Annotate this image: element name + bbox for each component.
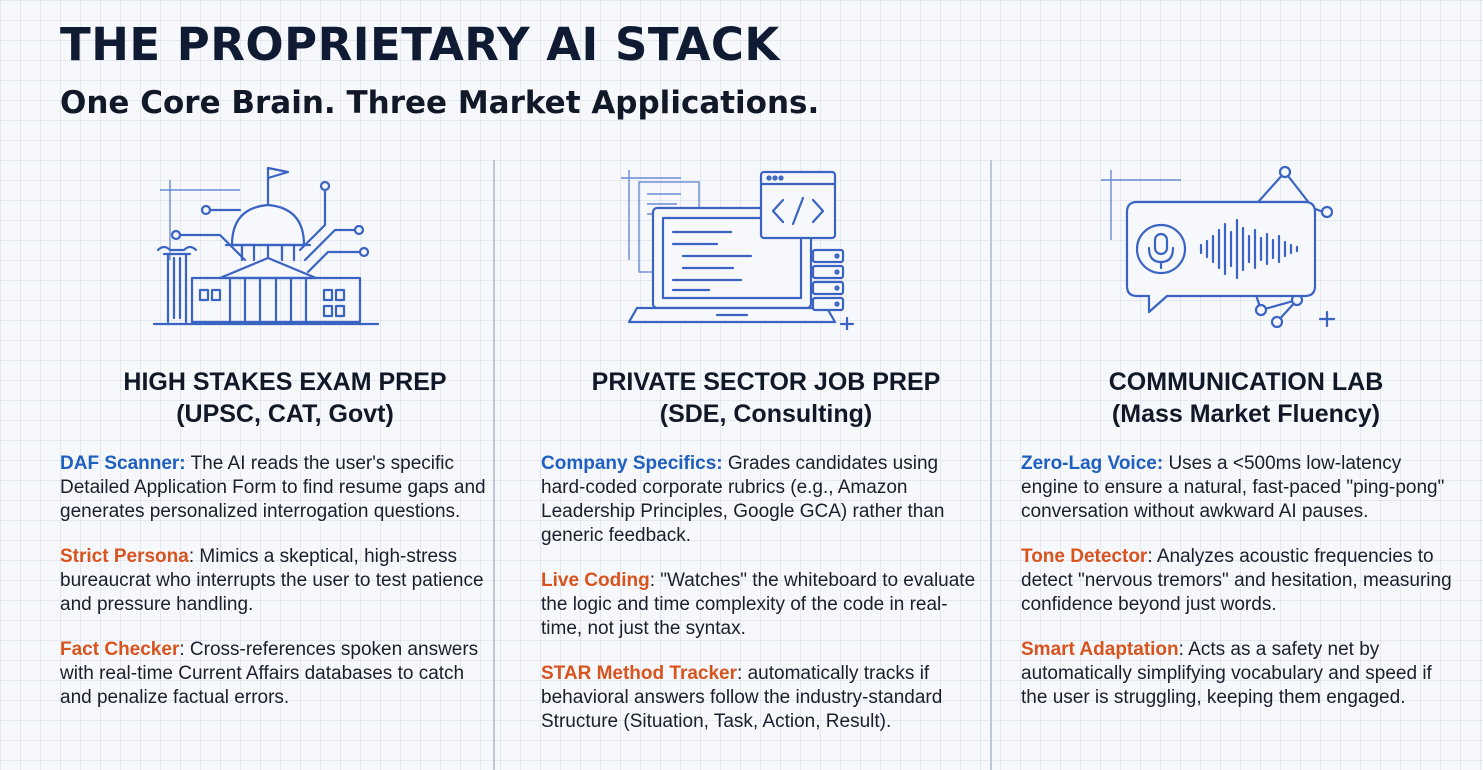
- feature-list: Company Specifics: Grades candidates usi…: [541, 452, 981, 755]
- column-title-line2: (UPSC, CAT, Govt): [176, 400, 394, 428]
- feature-name: Zero-Lag Voice:: [1021, 453, 1164, 474]
- feature-company-specifics: Company Specifics: Grades candidates usi…: [541, 452, 981, 548]
- feature-live-coding: Live Coding: "Watches" the whiteboard to…: [541, 569, 981, 641]
- feature-name: Strict Persona: [60, 546, 189, 567]
- feature-name: Tone Detector: [1021, 546, 1148, 567]
- column-title: PRIVATE SECTOR JOB PREP (SDE, Consulting…: [541, 366, 991, 430]
- feature-name: STAR Method Tracker: [541, 663, 738, 684]
- column-title-line2: (SDE, Consulting): [659, 400, 873, 428]
- feature-strict-persona: Strict Persona: Mimics a skeptical, high…: [60, 545, 500, 617]
- column-divider: [990, 160, 992, 770]
- feature-text: : Acts as a safety net by automatically …: [1021, 639, 1432, 708]
- page-subtitle: One Core Brain. Three Market Application…: [60, 85, 820, 121]
- feature-star-method-tracker: STAR Method Tracker: automatically track…: [541, 662, 981, 734]
- voice-waveform-chat-icon: [1101, 150, 1341, 335]
- column-title: COMMUNICATION LAB (Mass Market Fluency): [1021, 366, 1471, 430]
- feature-text: Grades candidates using hard-coded corpo…: [541, 453, 945, 546]
- government-building-circuit-icon: [150, 150, 390, 335]
- column-title-line1: HIGH STAKES EXAM PREP: [123, 368, 447, 396]
- feature-list: Zero-Lag Voice: Uses a <500ms low-latenc…: [1021, 452, 1461, 731]
- feature-daf-scanner: DAF Scanner: The AI reads the user's spe…: [60, 452, 500, 524]
- laptop-code-icon: [621, 150, 861, 335]
- feature-name: Company Specifics:: [541, 453, 723, 474]
- column-title-line2: (Mass Market Fluency): [1111, 400, 1381, 428]
- feature-list: DAF Scanner: The AI reads the user's spe…: [60, 452, 500, 731]
- feature-text: : "Watches" the whiteboard to evaluate t…: [541, 570, 976, 639]
- column-divider: [493, 160, 495, 770]
- feature-name: Live Coding: [541, 570, 650, 591]
- column-title-line1: PRIVATE SECTOR JOB PREP: [591, 368, 941, 396]
- feature-text: : automatically tracks if behavioral ans…: [541, 663, 943, 732]
- feature-fact-checker: Fact Checker: Cross-references spoken an…: [60, 638, 500, 710]
- feature-name: DAF Scanner:: [60, 453, 186, 474]
- feature-smart-adaptation: Smart Adaptation: Acts as a safety net b…: [1021, 638, 1461, 710]
- feature-zero-lag-voice: Zero-Lag Voice: Uses a <500ms low-latenc…: [1021, 452, 1461, 524]
- feature-text: : Analyzes acoustic frequencies to detec…: [1021, 546, 1452, 615]
- feature-name: Smart Adaptation: [1021, 639, 1179, 660]
- column-title: HIGH STAKES EXAM PREP (UPSC, CAT, Govt): [60, 366, 510, 430]
- feature-name: Fact Checker: [60, 639, 180, 660]
- page-title: THE PROPRIETARY AI STACK: [60, 18, 780, 71]
- feature-text: : Mimics a skeptical, high-stress bureau…: [60, 546, 484, 615]
- column-title-line1: COMMUNICATION LAB: [1108, 368, 1384, 396]
- feature-text: Uses a <500ms low-latency engine to ensu…: [1021, 453, 1445, 522]
- feature-tone-detector: Tone Detector: Analyzes acoustic frequen…: [1021, 545, 1461, 617]
- feature-text: : Cross-references spoken answers with r…: [60, 639, 479, 708]
- feature-text: The AI reads the user's specific Detaile…: [60, 453, 486, 522]
